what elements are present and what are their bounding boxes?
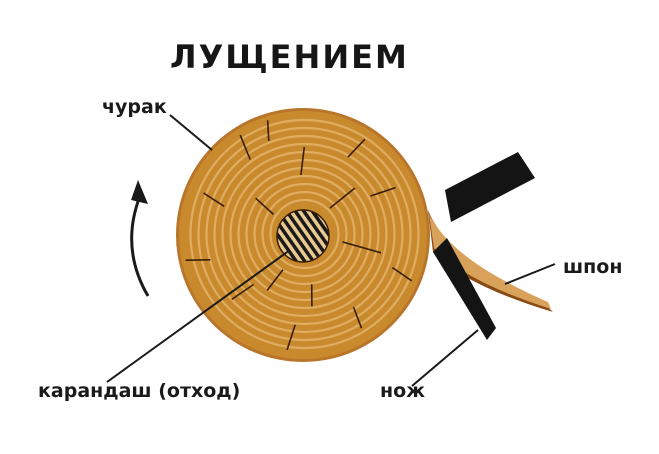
label-churak: чурак <box>102 96 167 118</box>
leader-nozh <box>411 329 479 387</box>
growth-ring <box>205 134 404 334</box>
radial-crack <box>255 197 275 215</box>
pencil-core <box>276 209 330 263</box>
growth-ring <box>253 182 356 286</box>
label-karandash: карандаш (отход) <box>38 380 241 402</box>
growth-ring <box>245 174 364 294</box>
radial-crack <box>391 266 413 282</box>
radial-crack <box>352 306 363 329</box>
radial-crack <box>300 146 306 176</box>
growth-ring <box>261 190 348 278</box>
growth-ring <box>189 118 420 350</box>
radial-crack <box>286 324 296 351</box>
growth-ring <box>237 166 372 302</box>
growth-ring <box>221 150 388 318</box>
radial-crack <box>266 120 270 142</box>
radial-crack <box>231 283 254 301</box>
leader-churak <box>169 114 213 151</box>
knife <box>433 152 535 340</box>
label-shpon: шпон <box>563 256 623 278</box>
radial-crack <box>347 138 366 158</box>
leader-karandash <box>106 249 291 383</box>
diagram-title: ЛУЩЕНИЕМ <box>170 38 409 76</box>
label-nozh: нож <box>380 380 426 402</box>
growth-ring <box>213 142 396 326</box>
radial-crack <box>239 134 251 160</box>
radial-crack <box>370 186 396 197</box>
growth-ring <box>269 198 340 270</box>
leader-shpon <box>504 263 556 285</box>
rotation-arrow <box>130 180 150 297</box>
radial-crack <box>329 187 356 209</box>
growth-ring <box>197 126 412 342</box>
radial-crack <box>342 241 382 254</box>
growth-ring <box>229 158 380 310</box>
radial-crack <box>203 192 225 207</box>
radial-crack <box>266 269 284 291</box>
